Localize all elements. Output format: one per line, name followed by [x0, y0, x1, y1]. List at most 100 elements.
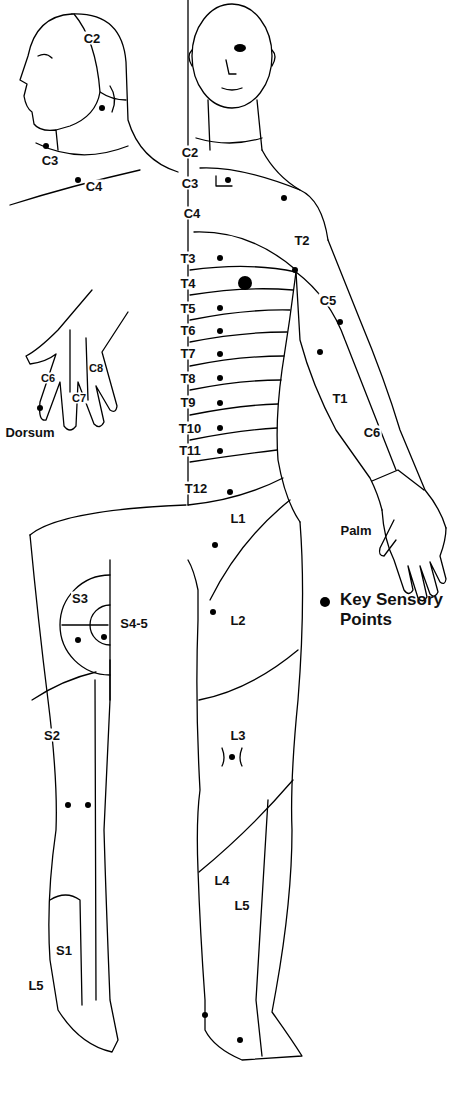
dermatome-label: C2	[83, 32, 102, 45]
ear	[189, 50, 192, 66]
key-sensory-point	[65, 802, 71, 808]
clavicle-mark	[216, 176, 232, 186]
dermatome-label: T10	[178, 422, 202, 435]
sacral-line	[62, 624, 108, 625]
dermatome-boundary	[69, 330, 70, 392]
key-sensory-point	[217, 328, 223, 334]
key-sensory-point	[227, 489, 233, 495]
arm-outline	[328, 240, 446, 528]
nose	[226, 60, 236, 74]
dermatome-label: C2	[181, 146, 200, 159]
dermatome-boundary	[296, 272, 396, 470]
dermatome-label: L5	[27, 979, 44, 992]
legend-text: Key Sensory Points	[340, 590, 458, 631]
key-sensory-point	[217, 255, 223, 261]
legend-entry: Key Sensory Points	[340, 590, 458, 631]
dermatome-label: C4	[85, 180, 104, 193]
ear	[272, 50, 275, 66]
dermatome-label: Palm	[339, 524, 372, 537]
dermatome-label: C6	[40, 373, 56, 384]
dermatome-label: C7	[71, 393, 87, 404]
dermatome-label: T6	[179, 324, 196, 337]
key-sensory-point	[75, 637, 81, 643]
key-sensory-point	[212, 542, 218, 548]
key-sensory-point	[202, 1012, 208, 1018]
dermatome-label: T7	[179, 347, 196, 360]
dermatome-label: S4-5	[119, 617, 148, 630]
dermatome-boundary	[196, 138, 262, 143]
dermatome-label: C6	[363, 426, 382, 439]
dermatome-label: C8	[88, 363, 104, 374]
dermatome-boundary	[190, 332, 287, 342]
dermatome-label: T2	[293, 234, 310, 247]
dermatome-label: T4	[179, 277, 196, 290]
key-sensory-point	[75, 177, 81, 183]
dermatome-boundary	[372, 470, 424, 490]
dermatome-label: Dorsum	[4, 426, 55, 439]
key-sensory-point	[217, 425, 223, 431]
knee-mark	[240, 748, 242, 766]
buttock-outline	[30, 505, 186, 535]
key-sensory-point	[217, 351, 223, 357]
eye	[38, 54, 52, 58]
key-sensory-point	[229, 754, 235, 760]
key-sensory-point	[217, 400, 223, 406]
dermatome-boundary	[32, 672, 96, 700]
profile-face	[20, 14, 72, 150]
dermatome-label: L5	[233, 899, 250, 912]
dermatome-boundary	[10, 170, 140, 205]
dermatome-boundary	[190, 356, 284, 366]
key-sensory-point	[238, 276, 252, 290]
neck	[257, 100, 262, 150]
dermatome-label: T5	[179, 302, 196, 315]
dermatome-label: C3	[181, 177, 200, 190]
dermatome-boundary	[190, 428, 277, 440]
dermatome-boundary	[210, 500, 290, 600]
key-sensory-point	[99, 105, 105, 111]
dermatome-label: T3	[179, 252, 196, 265]
dermatome-label: L4	[213, 874, 230, 887]
key-sensory-point	[217, 305, 223, 311]
key-sensory-point	[225, 177, 231, 183]
dermatome-boundary	[199, 780, 293, 872]
dermatome-label: T8	[179, 372, 196, 385]
key-sensory-point	[217, 375, 223, 381]
key-sensory-point	[43, 143, 49, 149]
key-sensory-point	[85, 802, 91, 808]
key-sensory-point	[37, 405, 43, 411]
dermatome-boundary	[190, 380, 281, 390]
key-sensory-point	[237, 1037, 243, 1043]
shoulder-outline	[262, 150, 328, 240]
head-outline	[192, 4, 272, 108]
dermatome-boundary	[190, 266, 296, 272]
legend-swatch	[320, 597, 330, 607]
dermatome-strip	[95, 660, 110, 1000]
dermatome-boundary	[190, 450, 277, 462]
leg-outline	[188, 522, 303, 1060]
dermatome-label: L3	[229, 729, 246, 742]
hand-outline	[26, 290, 128, 430]
dermatome-boundary	[190, 310, 290, 320]
key-sensory-point	[210, 609, 216, 615]
key-sensory-point	[281, 195, 287, 201]
knee-mark	[222, 748, 224, 766]
dermatome-label: T1	[331, 392, 348, 405]
dermatome-boundary	[199, 650, 298, 700]
dermatome-label: T11	[178, 444, 202, 457]
dermatome-boundary	[190, 289, 293, 295]
dermatome-boundary	[256, 800, 268, 1056]
thumb	[380, 520, 397, 556]
dermatome-boundary	[50, 895, 82, 1005]
dermatome-label: T9	[179, 396, 196, 409]
dermatome-label: S3	[71, 592, 89, 605]
arm-outline	[296, 272, 382, 510]
dermatome-boundary	[190, 404, 278, 415]
profile-head	[72, 14, 178, 172]
neck	[208, 100, 210, 150]
key-sensory-point	[217, 448, 223, 454]
key-sensory-point	[337, 319, 343, 325]
dermatome-label: S1	[55, 944, 73, 957]
dermatome-label: C4	[183, 207, 202, 220]
